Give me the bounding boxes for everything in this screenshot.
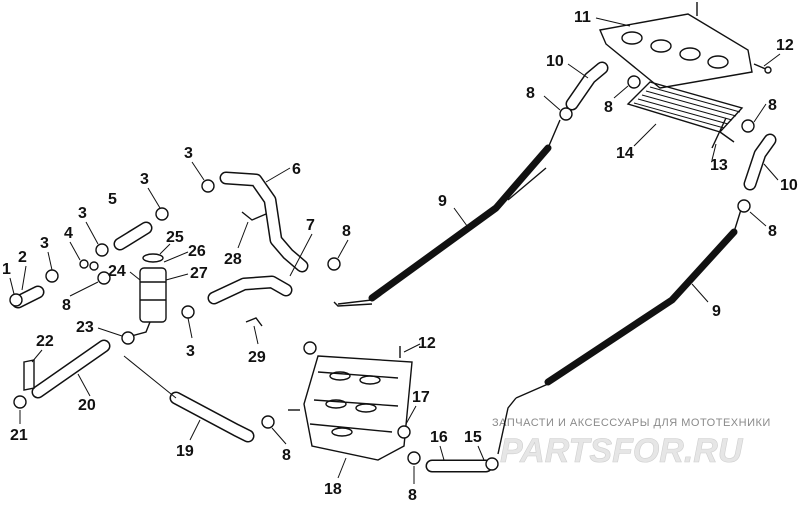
leader-23 [123, 355, 177, 399]
hose-9-lower [497, 199, 745, 455]
hose-5 [113, 221, 153, 251]
callout-7: 7 [306, 217, 315, 234]
callout-3: 3 [140, 171, 149, 188]
callout-9: 9 [712, 303, 721, 320]
callout-20: 20 [78, 397, 96, 414]
callout-3: 3 [184, 145, 193, 162]
callout-16: 16 [430, 429, 448, 446]
callout-10: 10 [780, 177, 798, 194]
callout-24: 24 [108, 263, 126, 280]
callout-12: 12 [418, 335, 436, 352]
bracket-strip [711, 117, 727, 149]
hose-20 [31, 339, 111, 399]
callout-27: 27 [190, 265, 208, 282]
callout-5: 5 [108, 191, 117, 208]
callout-3: 3 [78, 205, 87, 222]
callout-8: 8 [604, 99, 613, 116]
callout-labels: 1 2 3 3 3 3 3 4 5 6 7 8 8 8 8 8 8 8 8 9 … [2, 9, 798, 504]
callout-21: 21 [10, 427, 28, 444]
callout-17: 17 [412, 389, 430, 406]
callout-6: 6 [292, 161, 301, 178]
callout-1: 1 [2, 261, 11, 278]
callout-28: 28 [224, 251, 242, 268]
callout-11: 11 [574, 9, 591, 26]
callout-19: 19 [176, 443, 194, 460]
fitting-29 [245, 317, 263, 327]
callout-8: 8 [768, 223, 777, 240]
callout-8: 8 [768, 97, 777, 114]
callout-12: 12 [776, 37, 794, 54]
mounting-plate [599, 2, 753, 89]
cylinder-head [288, 355, 413, 461]
watermark: ЗАПЧАСТИ И АКСЕССУАРЫ ДЛЯ МОТОТЕХНИКИ PA… [492, 417, 771, 470]
hose-9-upper [333, 119, 561, 307]
callout-14: 14 [616, 145, 634, 162]
callout-8: 8 [342, 223, 351, 240]
callout-13: 13 [710, 157, 728, 174]
hose-clamps [9, 75, 755, 471]
callout-22: 22 [36, 333, 54, 350]
callout-10: 10 [546, 53, 564, 70]
reservoir [123, 253, 167, 339]
callout-9: 9 [438, 193, 447, 210]
callout-23: 23 [76, 319, 94, 336]
callout-8: 8 [282, 447, 291, 464]
callout-8: 8 [62, 297, 71, 314]
callout-25: 25 [166, 229, 184, 246]
callout-29: 29 [248, 349, 266, 366]
leader-lines [9, 17, 781, 484]
callout-18: 18 [324, 481, 342, 498]
callout-2: 2 [18, 249, 27, 266]
callout-8: 8 [408, 487, 417, 504]
callout-3: 3 [186, 343, 195, 360]
bracket-22 [23, 359, 35, 391]
callout-8: 8 [526, 85, 535, 102]
hose-6 [219, 171, 309, 273]
callout-3: 3 [40, 235, 49, 252]
hose-10-upper [565, 61, 609, 111]
hose-10-right [743, 133, 777, 191]
callout-15: 15 [464, 429, 482, 446]
screw-12-top [753, 63, 772, 74]
hose-19 [169, 391, 255, 443]
watermark-caption: ЗАПЧАСТИ И АКСЕССУАРЫ ДЛЯ МОТОТЕХНИКИ [492, 417, 771, 429]
heat-exchanger [626, 81, 744, 143]
hose-7 [207, 275, 293, 305]
fitting-28 [241, 211, 267, 221]
watermark-logo: PARTSFOR.RU [500, 432, 744, 470]
callout-26: 26 [188, 243, 206, 260]
callout-4: 4 [64, 225, 73, 242]
